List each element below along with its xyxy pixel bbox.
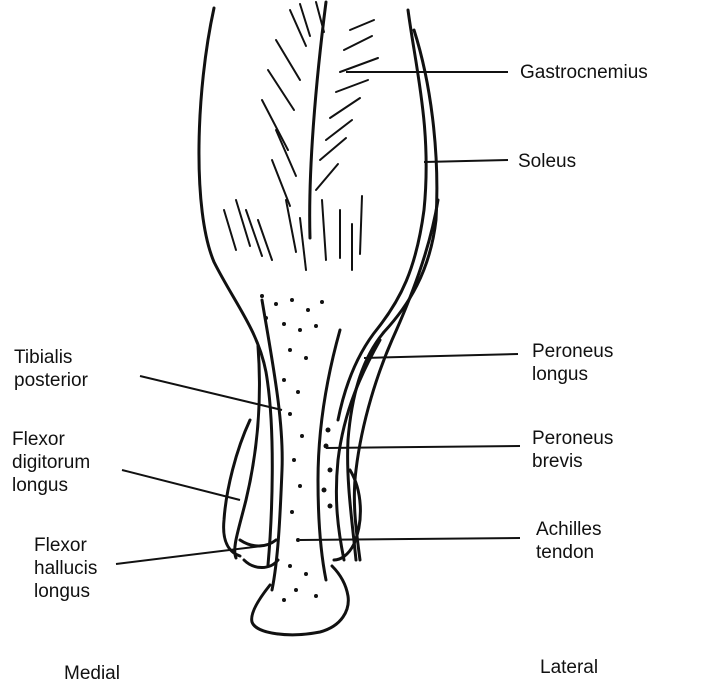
label-peroneus-longus: Peroneus longus <box>532 340 613 386</box>
label-medial: Medial <box>64 662 120 685</box>
calf-outline-medial <box>199 8 272 565</box>
flexor-digitorum-leader <box>122 470 240 500</box>
label-flexor-hallucis-longus: Flexor hallucis longus <box>34 534 97 603</box>
peroneus-brevis-leader <box>326 446 520 448</box>
label-achilles-tendon: Achilles tendon <box>536 518 601 564</box>
heel-outline <box>252 566 349 635</box>
flexor-hallucis-loop <box>244 560 278 568</box>
achilles-tendon-leader <box>300 538 520 540</box>
label-flexor-digitorum-longus: Flexor digitorum longus <box>12 428 90 497</box>
gastrocnemius-raphe <box>310 2 326 238</box>
peroneus-longus-outline <box>354 200 438 560</box>
achilles-tendon-right <box>318 330 340 580</box>
label-lateral: Lateral <box>540 656 598 679</box>
label-tibialis-posterior: Tibialis posterior <box>14 346 88 392</box>
label-gastrocnemius: Gastrocnemius <box>520 61 648 84</box>
label-soleus: Soleus <box>518 150 576 173</box>
label-peroneus-brevis: Peroneus brevis <box>532 427 613 473</box>
